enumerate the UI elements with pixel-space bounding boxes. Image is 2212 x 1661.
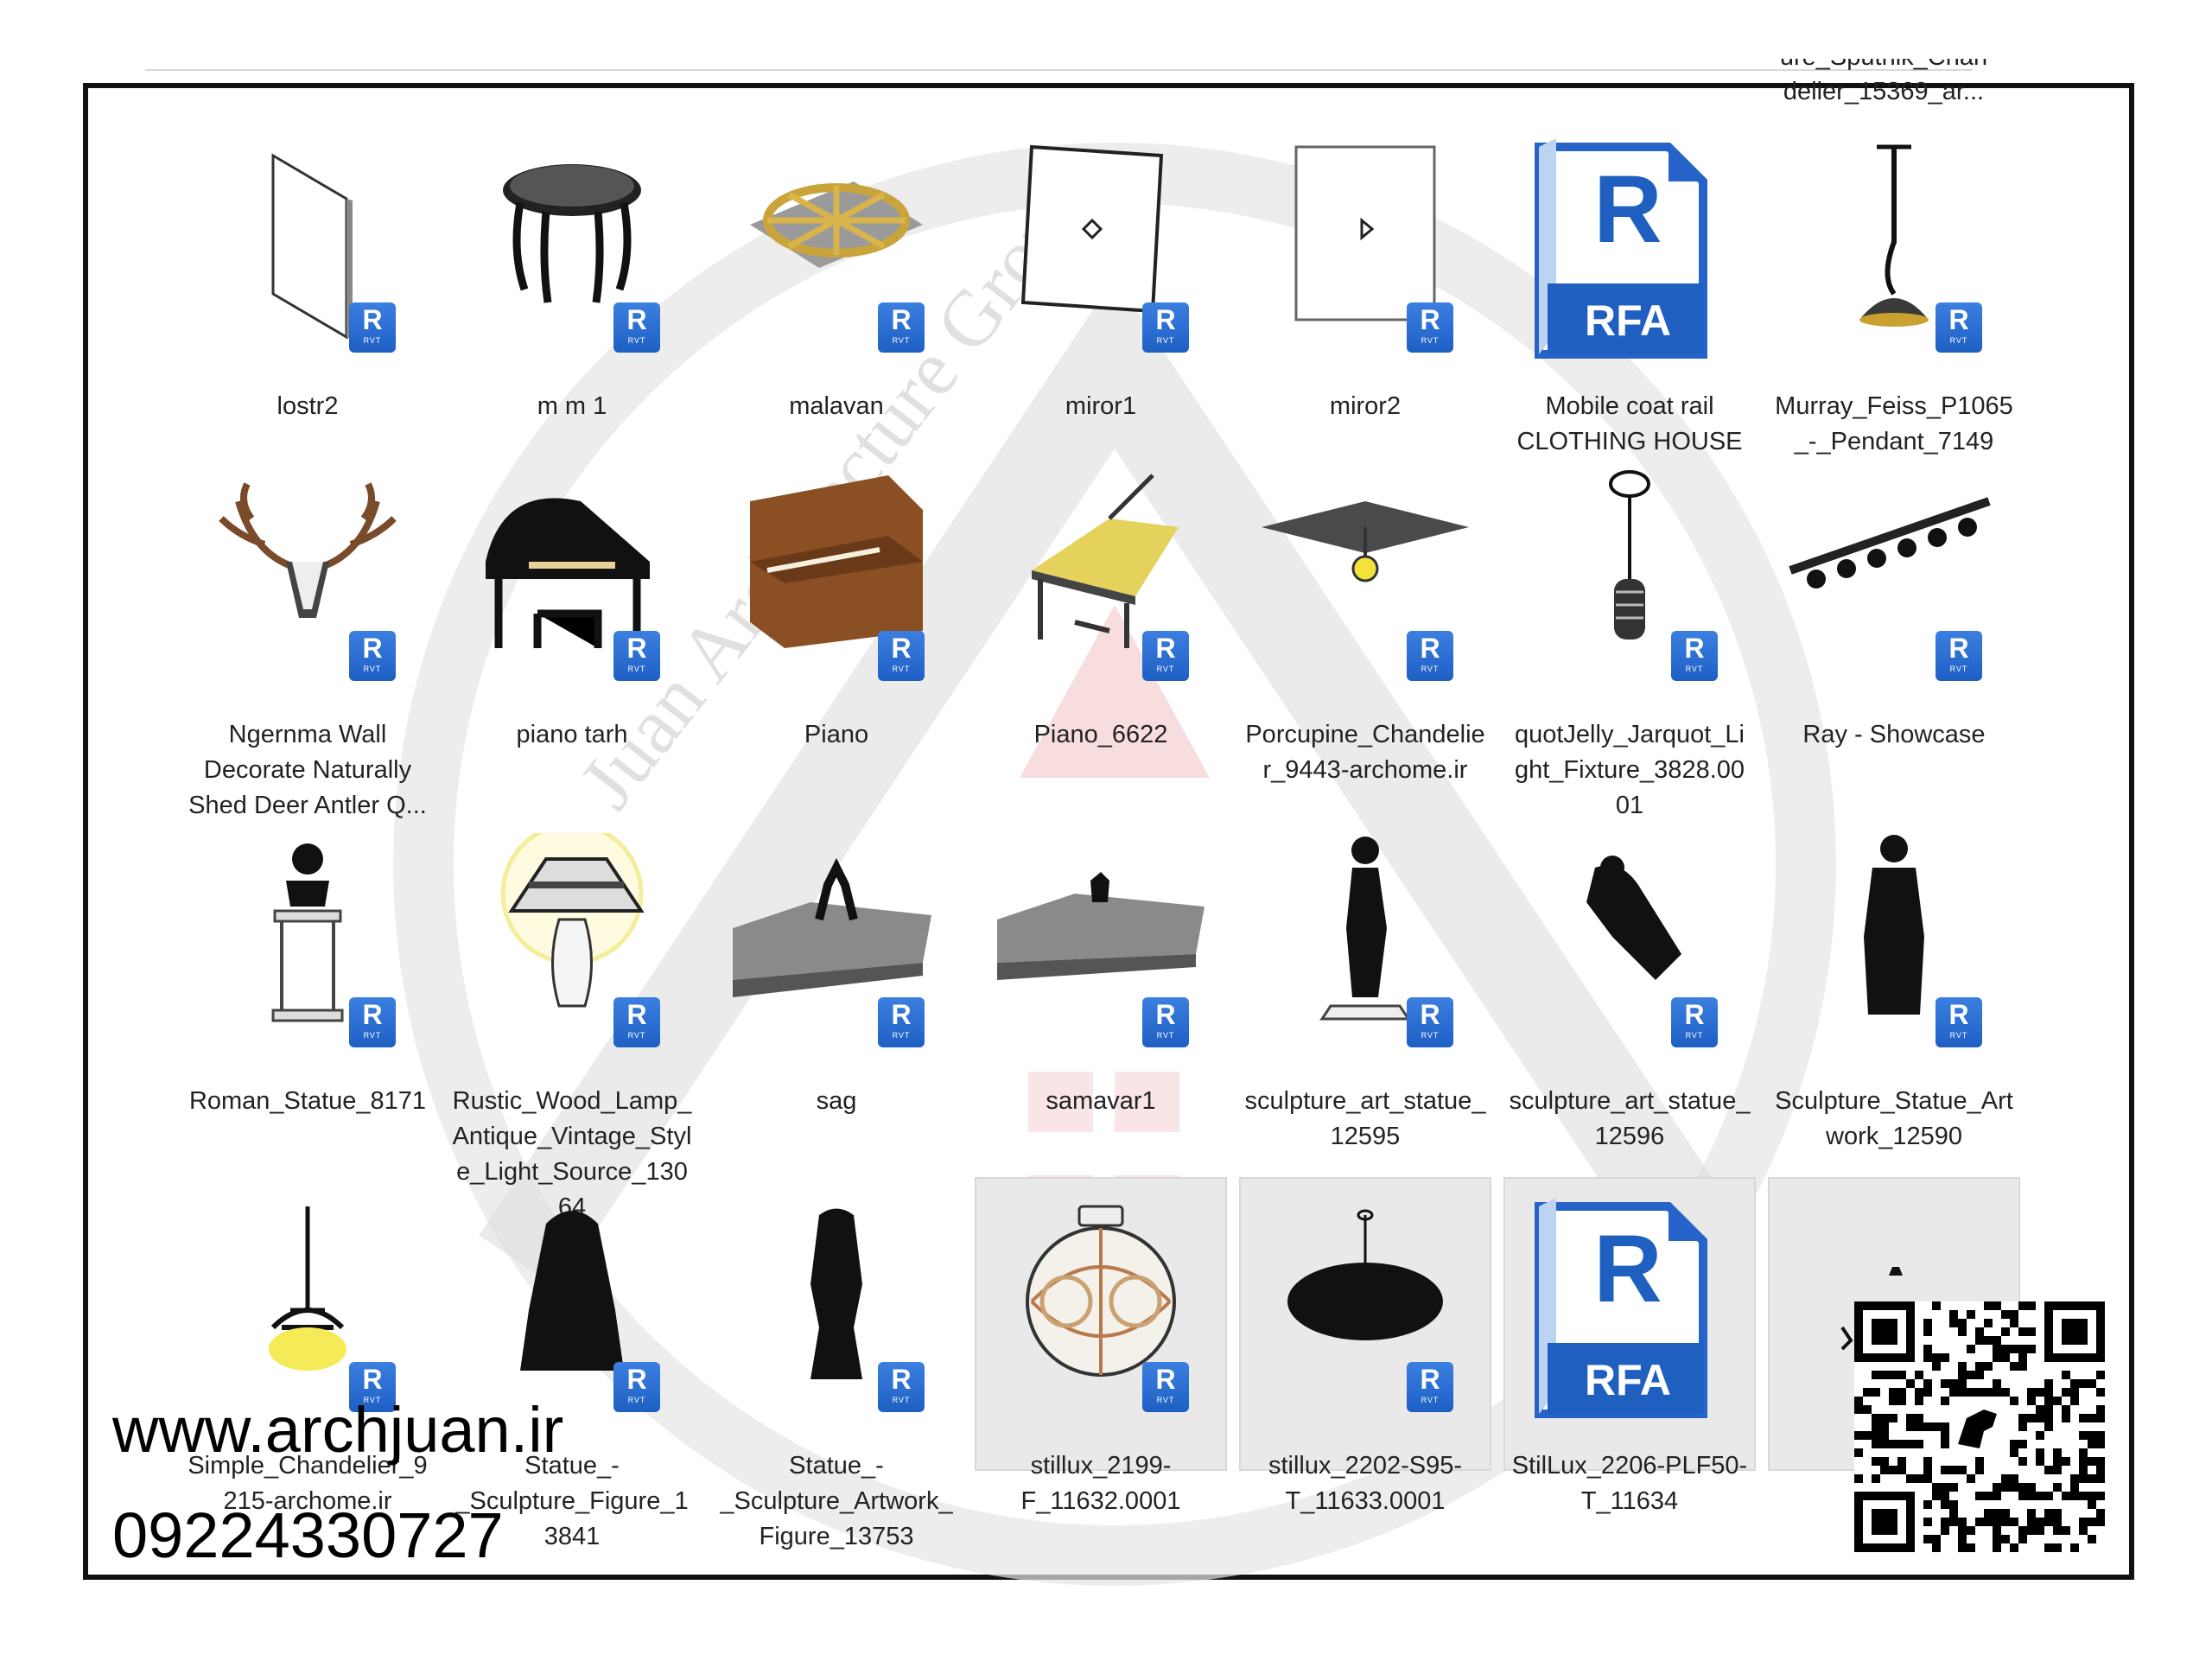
file-name: sculpture_art_statue_12596 — [1509, 1087, 1751, 1150]
hooded-statue-icon — [715, 1198, 957, 1422]
toolbar-divider — [145, 69, 1973, 71]
simple-chandelier-icon — [187, 1198, 429, 1422]
caption-line: delier_15369_ar... — [1783, 78, 1985, 105]
table-lamp-icon — [451, 833, 693, 1058]
file-name: Piano — [804, 721, 869, 748]
file-name: Roman_Statue_8171 — [188, 1087, 427, 1115]
file-name: Sculpture_Statue_Artwork_12590 — [1775, 1087, 2013, 1150]
file-name: Statue_-_Sculpture_Figure_13841 — [455, 1452, 689, 1550]
file-name: Ngernma Wall Decorate Naturally Shed Dee… — [188, 721, 427, 819]
upright-piano-icon — [715, 467, 957, 691]
ceiling-chandelier-icon — [1244, 467, 1486, 691]
file-name: miror1 — [1065, 392, 1137, 420]
file-name: Ray - Showcase — [1802, 721, 1986, 748]
jar-pendant-icon — [1509, 467, 1751, 691]
file-name: m m 1 — [537, 392, 607, 420]
file-name: Murray_Feiss_P1065_-_Pendant_7149 — [1775, 392, 2013, 455]
figure-statue-icon — [1244, 833, 1486, 1058]
file-name: Porcupine_Chandelier_9443-archome.ir — [1245, 721, 1485, 784]
dog-statue-icon — [715, 833, 957, 1058]
file-name: stillux_2202-S95-T_11633.0001 — [1268, 1452, 1463, 1515]
reclining-statue-icon — [1509, 833, 1751, 1058]
dome-chandelier-icon — [1244, 1198, 1486, 1422]
file-name: miror2 — [1329, 392, 1402, 420]
rfa-tag: RFA — [1585, 296, 1671, 345]
samovar-slab-icon — [980, 833, 1222, 1058]
revit-family-file-icon: R RFA — [1509, 1198, 1751, 1422]
deer-antler-icon — [187, 467, 429, 691]
standing-statue-icon — [1773, 833, 2015, 1058]
file-name: quotJelly_Jarquot_Light_Fixture_3828.000… — [1514, 721, 1745, 819]
rfa-letter: R — [1593, 1216, 1662, 1322]
seated-statue-icon — [451, 1198, 693, 1422]
file-name: sculpture_art_statue_12595 — [1244, 1087, 1486, 1150]
file-name: Simple_Chandelier_9215-archome.ir — [188, 1452, 428, 1515]
file-name: Piano_6622 — [1033, 721, 1168, 748]
grand-piano-icon — [451, 467, 693, 691]
globe-lamp-icon — [980, 1198, 1222, 1422]
file-name: Mobile coat rail CLOTHING HOUSE — [1516, 392, 1743, 455]
file-name: stillux_2199-F_11632.0001 — [1020, 1452, 1181, 1515]
mirror-square-icon — [1244, 138, 1486, 363]
website-text: www.archjuan.ir — [112, 1394, 564, 1466]
overflow-caption[interactable]: ure_Sputnik_Chan delier_15369_ar... — [1763, 59, 2005, 109]
caption-line: ure_Sputnik_Chan — [1780, 59, 1987, 71]
file-name: samavar1 — [1046, 1087, 1156, 1115]
file-name: lostr2 — [276, 392, 339, 420]
suspension-lamp-icon — [1773, 1198, 2015, 1422]
round-table-icon — [451, 138, 693, 363]
file-name: Statue_-_Sculpture_Artwork_Figure_13753 — [720, 1452, 953, 1550]
file-name: piano tarh — [516, 721, 628, 748]
revit-family-file-icon: R RFA — [1509, 138, 1751, 363]
grand-piano-open-icon — [980, 467, 1222, 691]
file-name: sag — [816, 1087, 857, 1115]
bust-pedestal-icon — [187, 833, 429, 1058]
qr-code — [1854, 1301, 2105, 1552]
file-name: StilLux_2206-PLF50-T_11634 — [1511, 1452, 1748, 1515]
ship-wheel-icon — [715, 138, 957, 363]
rfa-letter: R — [1593, 156, 1662, 263]
pendant-lamp-icon — [1773, 138, 2015, 363]
phone-text: 09224330727 — [112, 1499, 504, 1571]
spot-rail-icon — [1773, 467, 2015, 691]
panel-icon — [187, 138, 429, 363]
file-name: malavan — [789, 392, 884, 420]
rfa-tag: RFA — [1585, 1356, 1671, 1404]
